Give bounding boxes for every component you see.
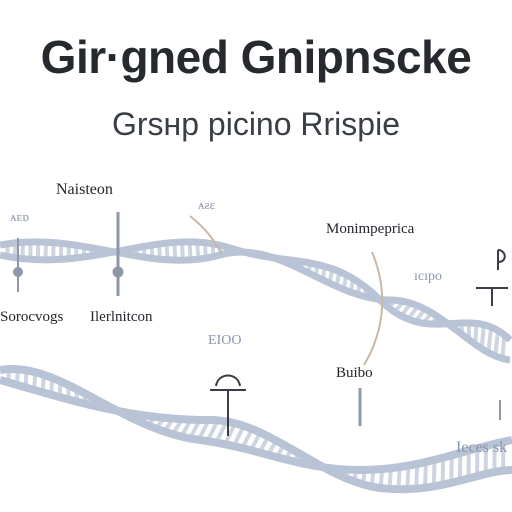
marker-left-1 <box>13 238 23 292</box>
left-curve <box>189 215 223 256</box>
lower-helix-strand-a <box>0 365 512 475</box>
helix-rung <box>423 461 428 488</box>
upper-helix <box>0 238 512 364</box>
marker-right-tee <box>476 249 508 306</box>
label-small-mid: ᴀƨɛ <box>198 197 216 212</box>
upper-helix-strand-b <box>0 238 512 343</box>
label-center-right: Buibo <box>336 365 373 381</box>
marker-center-cross <box>210 374 246 436</box>
right-curve <box>363 251 384 366</box>
helix-rung <box>431 459 437 487</box>
helix-rung <box>486 326 494 353</box>
label-mid-left: Sorocvogs <box>0 309 64 325</box>
label-small-right: ıcıpo <box>414 269 442 284</box>
helix-rung <box>479 324 486 349</box>
diagram-subtitle: Grsнp picino Rrispie <box>112 106 400 142</box>
label-mid-small: EIOO <box>208 333 242 348</box>
lower-helix-strand-b <box>0 376 512 494</box>
diagram-title: Gir·gned Gnipnscke <box>40 31 472 83</box>
helix-rung <box>414 463 420 489</box>
helix-rung <box>493 330 501 357</box>
label-mid-center: Ilerlnitcon <box>90 309 153 325</box>
label-top-left: Naisteon <box>56 181 113 198</box>
label-small-left: ᴀᴇɒ <box>10 209 30 224</box>
label-bottom-right: Ieces sk <box>456 439 508 456</box>
marker-left-2 <box>112 212 124 296</box>
helix-rung <box>440 457 446 485</box>
lower-helix <box>0 365 512 494</box>
label-top-right: Monimpeprica <box>326 221 415 237</box>
